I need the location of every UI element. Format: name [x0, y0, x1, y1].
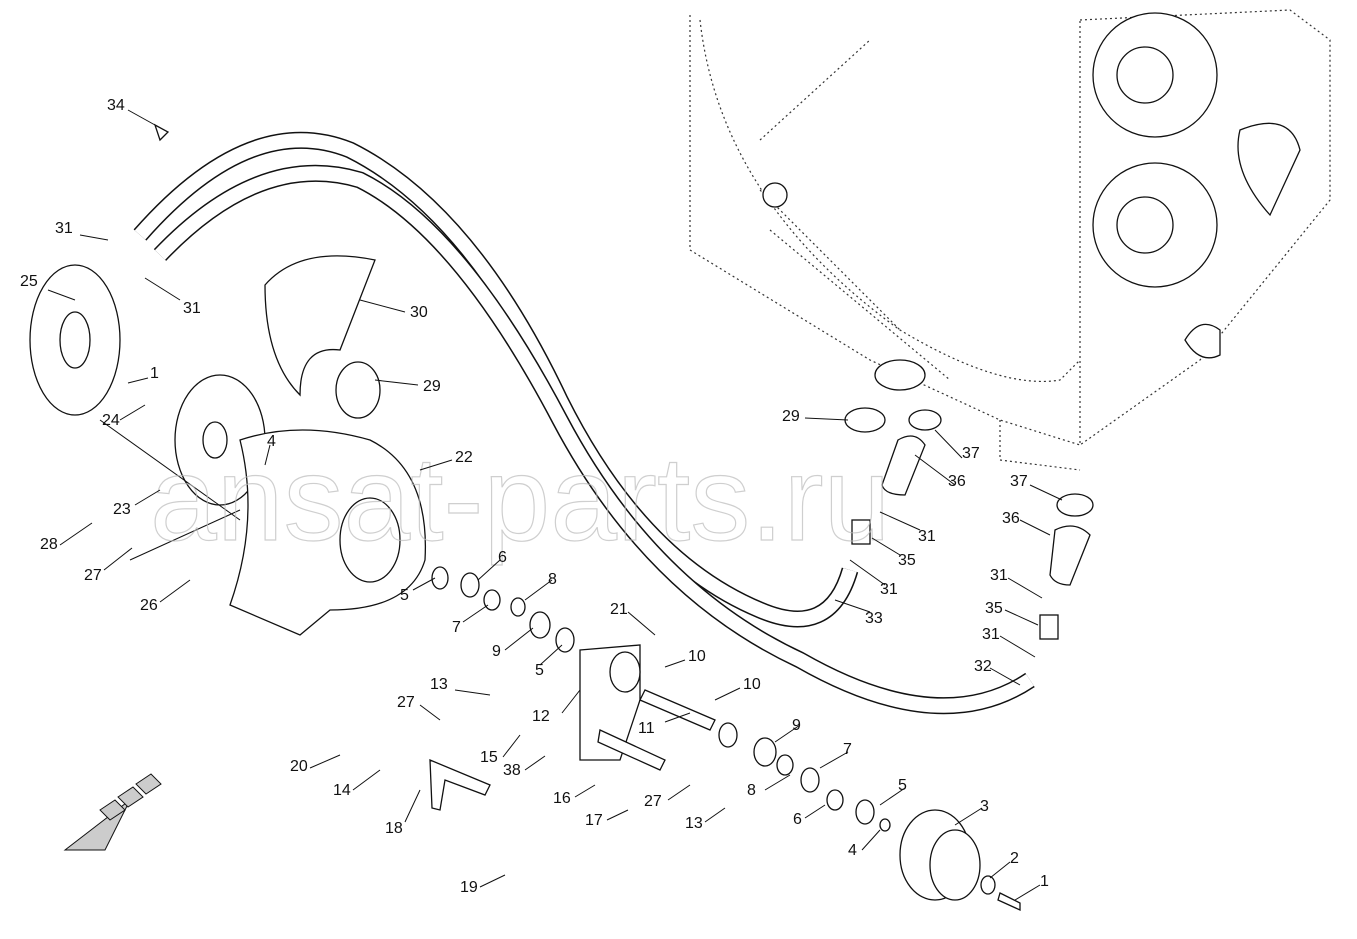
callout: 14: [333, 782, 351, 799]
callout: 30: [410, 304, 428, 321]
callout: 1: [150, 365, 159, 382]
callout: 4: [267, 433, 276, 450]
callout: 9: [492, 643, 501, 660]
callout: 20: [290, 758, 308, 775]
callout: 31: [990, 567, 1008, 584]
callout: 24: [102, 412, 120, 429]
watermark: ansat-parts.ru: [150, 432, 890, 566]
machine-frame: [689, 9, 1331, 471]
callout: 36: [1002, 510, 1020, 527]
callout: 5: [535, 662, 544, 679]
callout: 28: [40, 536, 58, 553]
callout: 27: [84, 567, 102, 584]
callout: 31: [880, 581, 898, 598]
callout: 36: [948, 473, 966, 490]
callout: 37: [1010, 473, 1028, 490]
callout: 37: [962, 445, 980, 462]
leader-lines: [47, 109, 1063, 901]
callout: 13: [430, 676, 448, 693]
hoses: [133, 131, 1035, 715]
callout: 9: [792, 717, 801, 734]
callout: 11: [638, 720, 655, 737]
callout: 7: [843, 741, 852, 758]
callout: 16: [553, 790, 571, 807]
callout: 15: [480, 749, 498, 766]
callout: 22: [455, 449, 473, 466]
callout: 7: [452, 619, 461, 636]
callout: 12: [532, 708, 550, 725]
callout: 19: [460, 879, 478, 896]
fan-assembly: [29, 264, 427, 636]
callout: 5: [898, 777, 907, 794]
callout: 4: [848, 842, 857, 859]
callout: 31: [918, 528, 936, 545]
callout: 32: [974, 658, 992, 675]
drive-parts: [63, 123, 1094, 912]
callout: 18: [385, 820, 403, 837]
callout: 27: [397, 694, 415, 711]
callout: 35: [985, 600, 1003, 617]
callout: 23: [113, 501, 131, 518]
callout: 2: [1010, 850, 1019, 867]
callout: 31: [982, 626, 1000, 643]
callout: 8: [747, 782, 756, 799]
callout: 13: [685, 815, 703, 832]
callout: 10: [743, 676, 761, 693]
callout: 29: [782, 408, 800, 425]
callout: 27: [644, 793, 662, 810]
callout: 31: [183, 300, 201, 317]
callout: 26: [140, 597, 158, 614]
callout: 5: [400, 587, 409, 604]
callout: 31: [55, 220, 73, 237]
callout: 6: [498, 549, 507, 566]
callout: 33: [865, 610, 883, 627]
callout: 1: [1040, 873, 1049, 890]
callout: 6: [793, 811, 802, 828]
callout-labels: 34 31 31 25 30 29 1 24 4 22 23 28 27 26 …: [20, 97, 1049, 896]
callout: 25: [20, 273, 38, 290]
callout: 29: [423, 378, 441, 395]
callout: 34: [107, 97, 125, 114]
callout: 17: [585, 812, 603, 829]
callout: 10: [688, 648, 706, 665]
callout: 35: [898, 552, 916, 569]
callout: 8: [548, 571, 557, 588]
callout: 21: [610, 601, 628, 618]
callout: 38: [503, 762, 521, 779]
callout: 3: [980, 798, 989, 815]
